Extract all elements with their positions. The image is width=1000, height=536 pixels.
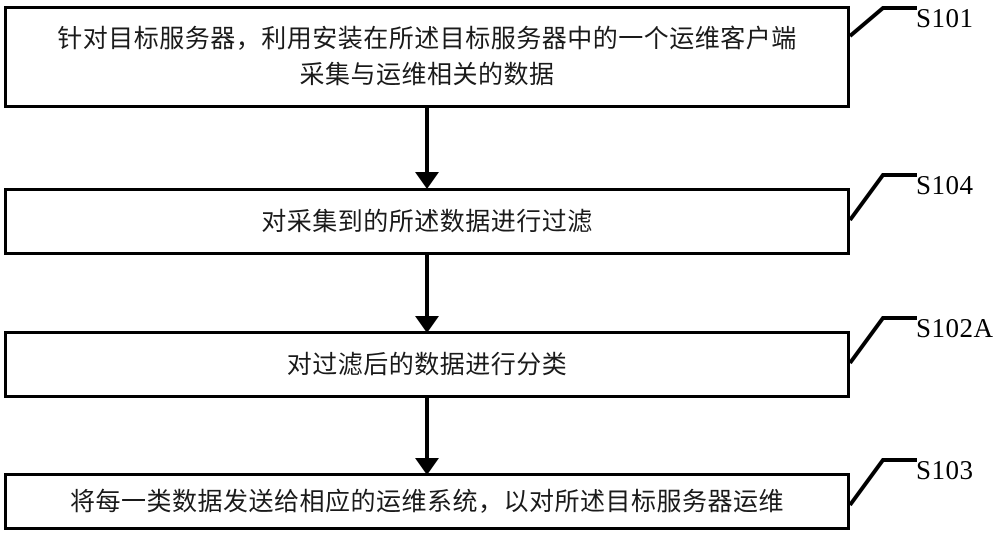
flow-box-s102a-text: 对过滤后的数据进行分类: [286, 350, 568, 379]
flow-box-s101-text: 针对目标服务器，利用安装在所述目标服务器中的一个运维客户端 采集与运维相关的数据: [57, 25, 797, 89]
flow-box-s101: 针对目标服务器，利用安装在所述目标服务器中的一个运维客户端 采集与运维相关的数据: [4, 6, 850, 108]
connector-s104-to-s102a: [425, 255, 429, 317]
flow-box-s102a: 对过滤后的数据进行分类: [4, 331, 850, 398]
step-label-s103: S103: [916, 455, 974, 485]
step-label-s102a: S102A: [916, 313, 994, 343]
flow-box-s104: 对采集到的所述数据进行过滤: [4, 188, 850, 255]
step-label-s101: S101: [916, 3, 974, 33]
leader-line-s104: [845, 167, 925, 227]
leader-line-s101: [845, 0, 925, 40]
step-label-s104: S104: [916, 170, 974, 200]
arrowhead-s101-to-s104: [415, 172, 439, 189]
connector-s101-to-s104: [425, 108, 429, 174]
arrowhead-s102a-to-s103: [415, 458, 439, 475]
flow-box-s103-text: 将每一类数据发送给相应的运维系统，以对所述目标服务器运维: [69, 487, 784, 516]
flow-box-s104-text: 对采集到的所述数据进行过滤: [261, 207, 593, 236]
connector-s102a-to-s103: [425, 398, 429, 459]
arrowhead-s104-to-s102a: [415, 316, 439, 333]
leader-line-s102a: [845, 310, 925, 370]
leader-line-s103: [845, 452, 925, 512]
flow-box-s103: 将每一类数据发送给相应的运维系统，以对所述目标服务器运维: [4, 473, 850, 530]
